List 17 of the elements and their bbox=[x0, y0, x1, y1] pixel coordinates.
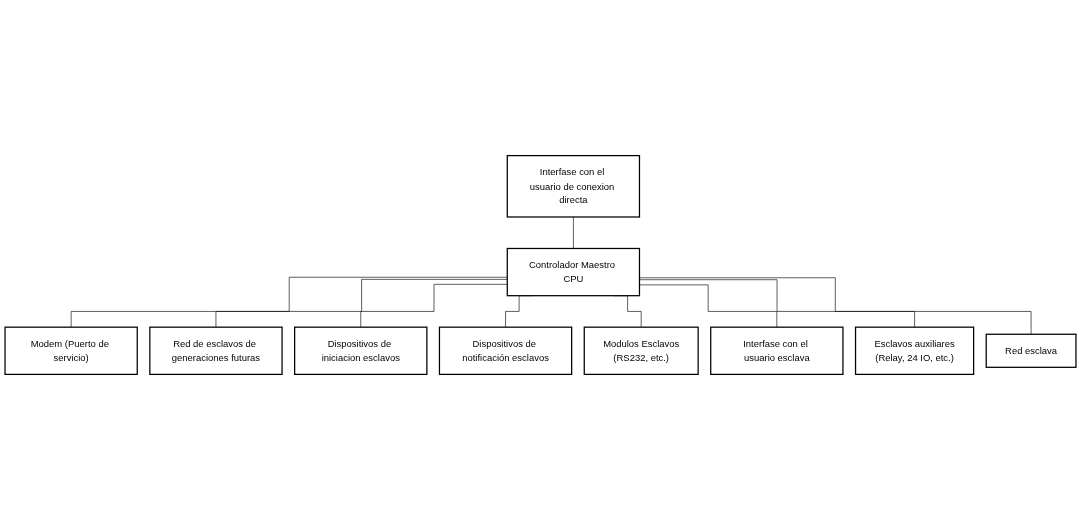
node-box: Red esclava bbox=[985, 333, 1077, 368]
node-box: Interfase con el usuario de conexion directa bbox=[506, 155, 641, 218]
node-box: Dispositivos de iniciacion esclavos bbox=[294, 326, 428, 375]
node-box: Esclavos auxiliares (Relay, 24 IO, etc.) bbox=[854, 326, 975, 375]
connector bbox=[70, 276, 508, 328]
connector bbox=[215, 279, 508, 328]
connector bbox=[639, 284, 778, 328]
node-box: Controlador Maestro CPU bbox=[506, 247, 641, 297]
connector bbox=[360, 284, 508, 328]
node-box: Interfase con el usuario esclava bbox=[710, 326, 844, 375]
node-box: Dispositivos de notificación esclavos bbox=[438, 326, 573, 375]
connector bbox=[573, 216, 574, 249]
node-box: Modem (Puerto de servicio) bbox=[4, 326, 138, 375]
node-box: Modulos Esclavos (RS232, etc.) bbox=[583, 326, 699, 375]
connector bbox=[639, 279, 915, 328]
connector bbox=[639, 277, 1032, 335]
node-box: Red de esclavos de generaciones futuras bbox=[149, 326, 283, 375]
